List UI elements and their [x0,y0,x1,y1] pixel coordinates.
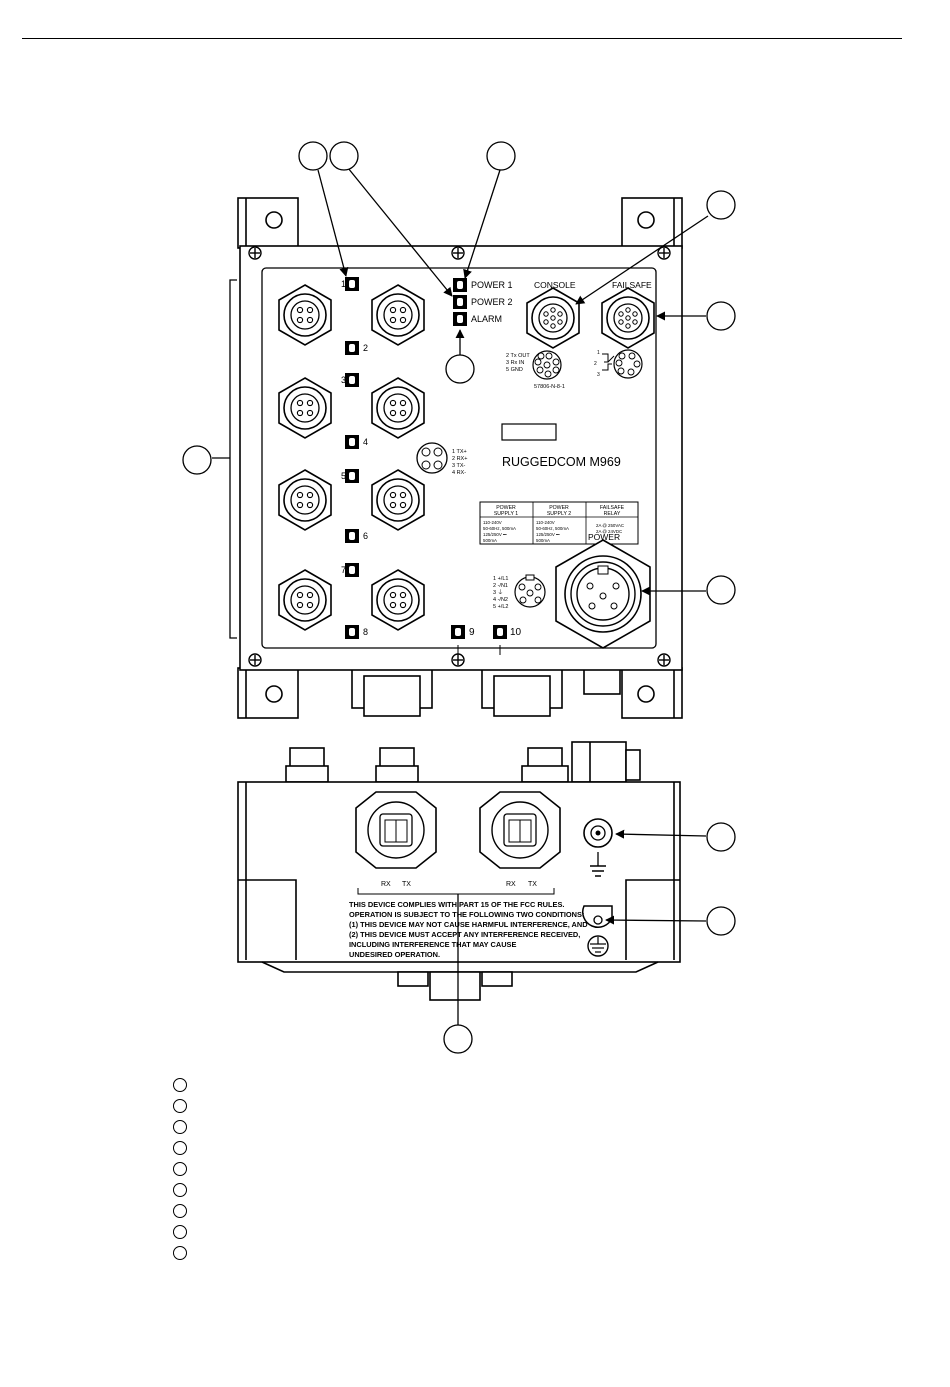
fcc-line: (2) THIS DEVICE MUST ACCEPT ANY INTERFER… [349,930,580,939]
console-port: CONSOLE 2 Tx OUT 3 Rx IN 5 GND 57806-N-8… [506,280,580,390]
callouts [212,167,709,1025]
port-number: 10 [510,627,522,638]
table-cell: 110-240V [536,520,555,525]
power-pin: 2 -/N1 [493,583,508,589]
fiber-tx-label: TX [402,881,411,888]
table-cell: 2A @ 24VDC [596,529,622,534]
table-header: POWER [549,505,569,511]
port-number: 3 [341,375,346,385]
table-header: SUPPLY 1 [494,511,518,517]
table-header: POWER [496,505,516,511]
power-pinout: 1 +/L1 2 -/N1 3 ⏚ 4 -/N2 5 +/L2 [493,574,546,610]
port-leds: 1 2 3 4 5 6 7 8 9 10 [341,277,522,639]
failsafe-relay-symbol: 1 2 3 [594,350,615,378]
table-cell: 500mA [483,538,497,543]
fiber-tx-label: TX [528,881,537,888]
table-cell: 50-60Hz, 500mA [483,526,516,531]
fcc-line: THIS DEVICE COMPLIES WITH PART 15 OF THE… [349,900,564,909]
table-cell: 110-240V [483,520,502,525]
port-number: 4 [363,437,368,447]
legend-item [173,1225,187,1239]
failsafe-port: FAILSAFE 1 2 3 [594,280,655,379]
fiber-rx-label: RX [506,881,516,888]
led-label-alarm: ALARM [471,314,502,324]
ethernet-pin: 4 RX- [452,470,466,476]
table-header: FAILSAFE [600,505,625,511]
bottom-view [237,741,681,1001]
port-number: 8 [363,627,368,637]
table-cell: 50-60Hz, 500mA [536,526,569,531]
legend [173,1078,187,1260]
power-pin: 4 -/N2 [493,597,508,603]
table-header: RELAY [604,511,621,517]
port-number: 1 [341,279,346,289]
console-pin: 3 Rx IN [506,360,524,366]
fiber-rx-label: RX [381,881,391,888]
failsafe-pin: 2 [594,361,597,367]
power-pin: 3 ⏚ [493,589,503,596]
table-header: SUPPLY 2 [547,511,571,517]
port-number: 6 [363,531,368,541]
rating-table: POWER SUPPLY 1 POWER SUPPLY 2 FAILSAFE R… [479,501,639,545]
legend-item [173,1246,187,1260]
fcc-line: OPERATION IS SUBJECT TO THE FOLLOWING TW… [349,910,584,919]
legend-item [173,1078,187,1092]
led-label-power1: POWER 1 [471,280,513,290]
page-top-rule [22,38,902,39]
port-number: 5 [341,471,346,481]
console-pin: 5 GND [506,367,523,373]
fcc-line: INCLUDING INTERFERENCE THAT MAY CAUSE [349,940,516,949]
callout-circles [182,141,736,1054]
fcc-line: (1) THIS DEVICE MAY NOT CAUSE HARMFUL IN… [349,920,588,929]
console-part-number: 57806-N-8-1 [534,384,565,390]
legend-item [173,1204,187,1218]
fcc-line: UNDESIRED OPERATION. [349,950,440,959]
failsafe-pin: 1 [597,350,600,356]
table-cell: 125/250V ⎓ [536,532,560,537]
table-cell: 125/250V ⎓ [483,532,507,537]
port-number: 2 [363,343,368,353]
status-leds: POWER 1 POWER 2 ALARM [453,278,513,326]
legend-item [173,1183,187,1197]
fcc-notice: THIS DEVICE COMPLIES WITH PART 15 OF THE… [349,900,588,959]
port-number: 7 [341,565,346,575]
power-pin: 5 +/L2 [493,604,508,610]
power-label: POWER [588,532,620,542]
ethernet-pin: 2 RX+ [452,456,467,462]
power-connector: POWER [555,532,651,649]
led-label-power2: POWER 2 [471,297,513,307]
power-pin: 1 +/L1 [493,576,508,582]
legend-item [173,1099,187,1113]
fiber-ports: RX TX RX TX [355,791,561,895]
console-label: CONSOLE [534,280,576,290]
failsafe-label: FAILSAFE [612,280,652,290]
label-blank-box [501,423,557,441]
ethernet-pinout: 1 TX+ 2 RX+ 3 TX- 4 RX- [416,442,467,476]
legend-item [173,1120,187,1134]
table-cell: 2A @ 250VAC [596,523,624,528]
table-cell: 500mA [536,538,550,543]
ethernet-pin: 1 TX+ [452,449,467,455]
console-pin: 2 Tx OUT [506,353,530,359]
failsafe-pin: 3 [597,372,600,378]
port-number: 9 [469,627,475,638]
model-name: RUGGEDCOM M969 [502,455,621,469]
ethernet-pin: 3 TX- [452,463,466,469]
legend-item [173,1141,187,1155]
ground-terminal [583,818,613,877]
legend-item [173,1162,187,1176]
